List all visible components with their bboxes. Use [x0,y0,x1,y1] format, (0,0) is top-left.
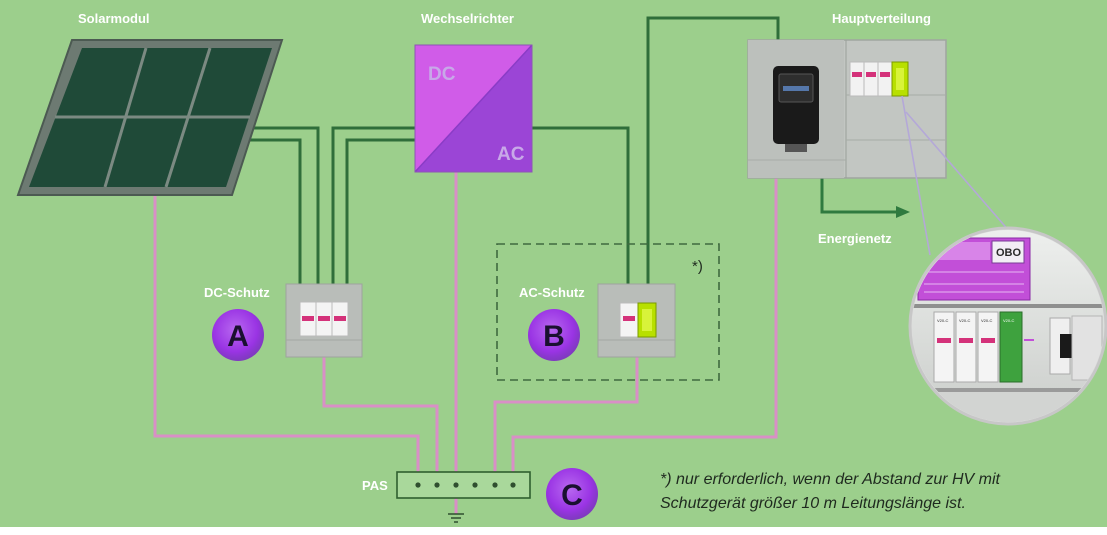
badge-a: A [212,309,264,361]
optional-ac-protection-box [496,243,720,381]
svg-text:C: C [561,479,583,512]
energy-meter [773,66,819,152]
inverter-dc-label: DC [428,64,456,85]
ac-surge-protector [597,283,676,358]
label-ac-schutz: AC-Schutz [519,285,585,300]
label-pas: PAS [362,478,388,493]
zoom-devices: V20-C V20-C V20-C V20-C [933,311,1103,383]
green-conductors [232,16,896,290]
footnote-line-2: Schutzgerät größer 10 m Leitungslänge is… [660,495,966,512]
zoom-device-label-1: V20-C [937,318,948,323]
zoom-device-label-4: V20-C [1003,318,1014,323]
main-distribution [747,39,947,179]
energienetz-arrow-head [896,206,910,218]
zoom-detail: OBO V20-C V20-C V20-C V20-C [908,226,1107,426]
dc-surge-protector [285,283,363,358]
inverter: DC AC [414,44,533,173]
optional-mark: *) [692,258,703,275]
zoom-device-label-2: V20-C [959,318,970,323]
label-dc-schutz: DC-Schutz [204,285,270,300]
inverter-ac-label: AC [497,144,525,165]
svg-text:B: B [543,320,565,353]
earth-conductors [153,172,778,514]
distribution-breakers [849,61,909,97]
svg-text:A: A [227,320,249,353]
solar-panel [16,39,284,196]
badge-c: C [546,468,598,520]
label-wechselrichter: Wechselrichter [421,11,514,26]
badge-b: B [528,309,580,361]
label-energienetz: Energienetz [818,231,892,246]
label-hauptverteilung: Hauptverteilung [832,11,931,26]
pas-bar [396,471,531,499]
zoom-connector [901,95,1011,256]
zoom-brand: OBO [996,247,1022,259]
bottom-strip [0,527,1107,535]
zoom-device-label-3: V20-C [981,318,992,323]
earth-symbol [448,513,464,523]
footnote-line-1: *) nur erforderlich, wenn der Abstand zu… [660,471,1001,488]
label-solarmodul: Solarmodul [78,11,150,26]
